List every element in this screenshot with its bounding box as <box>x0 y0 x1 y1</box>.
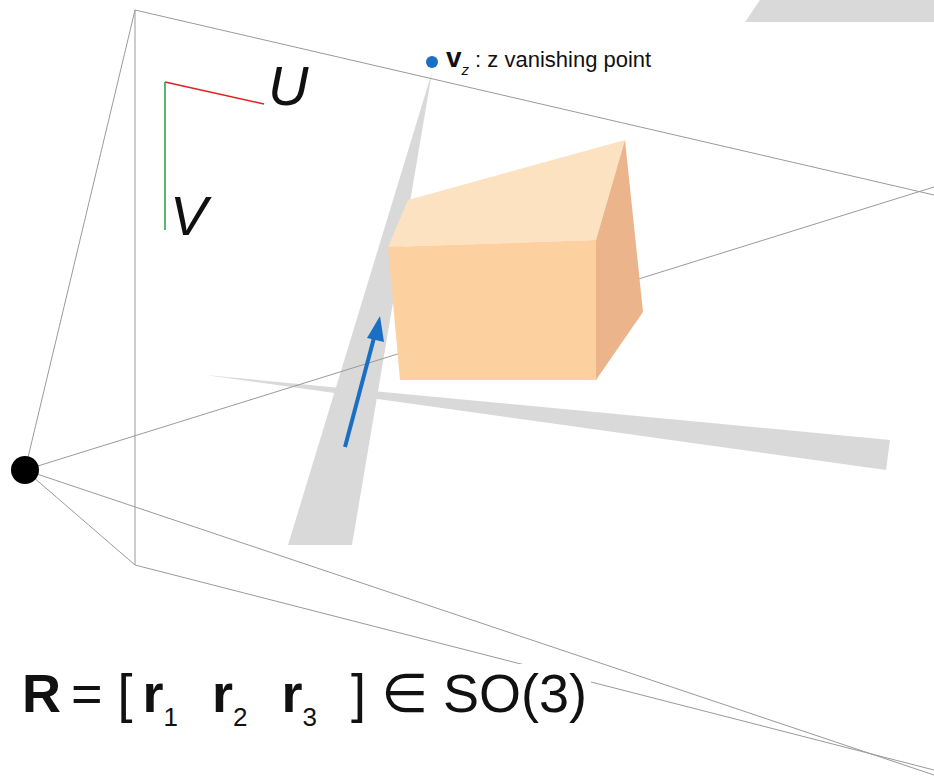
subscript: 1 <box>164 702 178 732</box>
point-symbol: v <box>446 42 462 73</box>
gray-plane <box>205 375 890 470</box>
camera-center <box>11 456 39 484</box>
rotation-equation: R= [r1r2r3] ∈ SO(3) <box>18 664 591 732</box>
gray-plane <box>745 0 934 22</box>
column-symbol: r <box>212 663 233 723</box>
point-description: : z vanishing point <box>475 47 651 72</box>
matrix-symbol: R <box>22 663 61 723</box>
frustum-lines <box>25 10 934 775</box>
axis-label: V <box>170 188 207 244</box>
axis-label: V <box>170 184 207 247</box>
vanishing-point <box>426 56 438 68</box>
column-symbol: r <box>282 663 303 723</box>
subscript: 3 <box>303 702 317 732</box>
equation-text: ] ∈ SO(3) <box>351 663 587 723</box>
cube <box>388 140 643 380</box>
direction-arrow <box>345 316 384 447</box>
subscript: z <box>462 61 470 78</box>
subscript: 2 <box>233 702 247 732</box>
axis-label: U <box>268 54 308 117</box>
equation-text: = [ <box>71 663 133 723</box>
u-axis <box>165 82 264 104</box>
column-symbol: r <box>143 663 164 723</box>
vanishing-point-label: vz : z vanishing point <box>446 44 651 77</box>
axis-label: U <box>268 58 308 114</box>
v-axis <box>164 82 166 230</box>
